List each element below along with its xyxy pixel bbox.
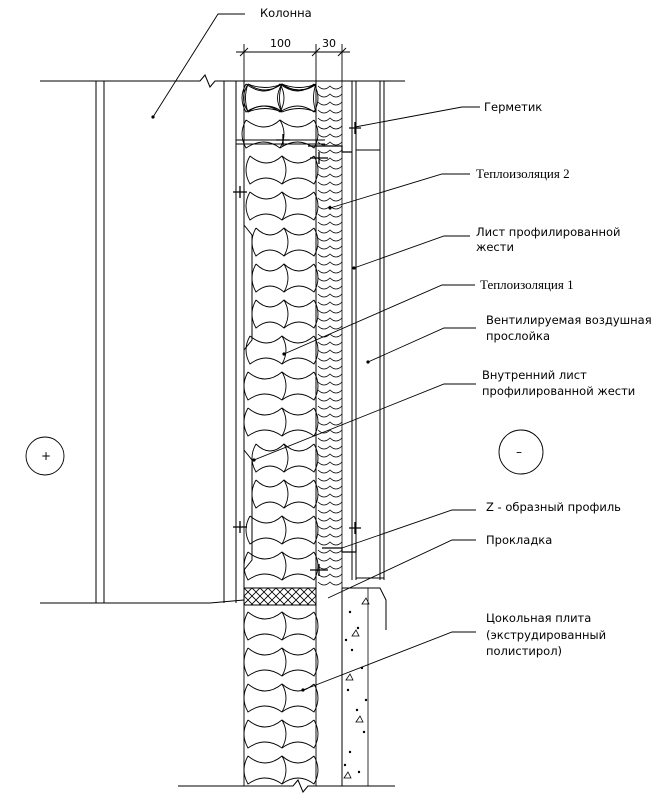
outside-sign: – [516,445,522,459]
label-air-gap-line1: Вентилируемая воздушная [486,313,652,327]
dimension-100: 100 [270,37,291,50]
label-inner-sheet-line2: профилированной жести [482,384,635,398]
label-plinth-line3: полистирол) [486,644,562,658]
outer-profiled-sheet [351,81,385,580]
label-insulation-1: Теплоизоляция 1 [480,277,574,292]
label-gasket: Прокладка [486,533,552,547]
label-outer-sheet-line2: жести [476,240,514,254]
label-column: Колонна [260,6,312,20]
label-sealant: Герметик [484,100,542,114]
dimension-30: 30 [322,37,336,50]
outside-sign-circle [498,429,544,475]
concrete-plinth [343,588,370,786]
column [95,81,225,603]
leader-dots [151,115,370,692]
label-insulation-2: Теплоизоляция 2 [476,166,570,181]
inside-sign: + [41,449,51,463]
dimension-line [236,44,350,81]
break-lines [40,74,405,793]
leader-lines [152,13,480,691]
label-z-profile: Z - образный профиль [486,500,621,514]
label-inner-sheet-line1: Внутренний лист [482,368,587,382]
plinth-board [243,605,319,786]
plinth-line [40,587,387,786]
label-plinth-line1: Цокольная плита [486,611,591,625]
gasket [243,587,317,606]
label-air-gap-line2: прослойка [486,329,550,343]
inside-sign-circle [25,436,65,476]
label-plinth-line2: (экструдированный [486,628,606,642]
insulation-2 [315,81,343,590]
z-profiles [308,145,357,553]
insulation-1 [241,81,319,590]
label-outer-sheet-line1: Лист профилированной [476,225,621,239]
